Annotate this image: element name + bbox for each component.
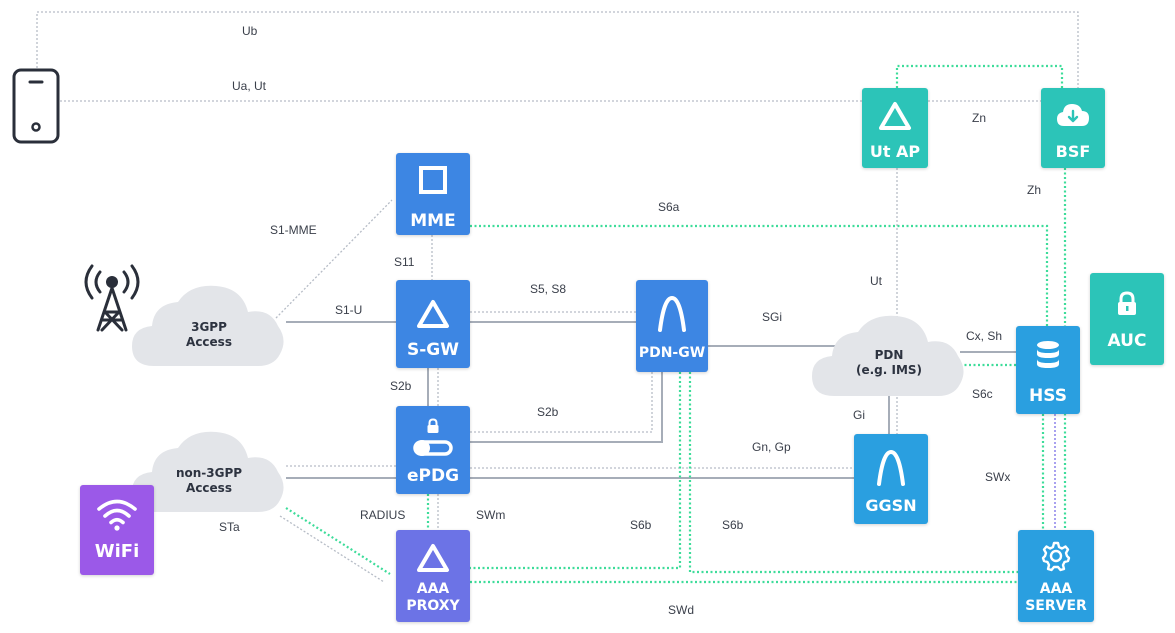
mobile-phone-icon bbox=[12, 68, 60, 144]
triangle-icon bbox=[417, 544, 449, 572]
lock-icon bbox=[427, 418, 439, 433]
cloud-download-icon bbox=[1057, 104, 1089, 126]
wifi-icon bbox=[97, 499, 137, 531]
ut-ap-label: Ut AP bbox=[869, 142, 921, 161]
cloud-pdn: PDN (e.g. IMS) bbox=[810, 312, 968, 398]
tunnel-icon bbox=[413, 440, 453, 456]
ggsn-node[interactable]: GGSN bbox=[854, 434, 928, 524]
pdngw-node[interactable]: PDN-GW bbox=[636, 280, 708, 372]
ggsn-label: GGSN bbox=[865, 496, 917, 515]
wifi-label: WiFi bbox=[94, 541, 140, 562]
aaa-server-node[interactable]: AAA SERVER bbox=[1018, 530, 1094, 622]
cloud-non3gpp-line1: non-3GPP bbox=[175, 466, 243, 480]
cloud-3gpp-line2: Access bbox=[186, 335, 232, 349]
s6a-link bbox=[470, 224, 1049, 326]
cloud-pdn-line2: (e.g. IMS) bbox=[855, 363, 923, 377]
square-icon bbox=[419, 166, 447, 194]
arch-icon bbox=[658, 296, 686, 332]
interface-s5-s8: S5, S8 bbox=[530, 282, 567, 296]
zn-link bbox=[895, 64, 1064, 88]
bsf-node[interactable]: BSF bbox=[1041, 88, 1105, 168]
interface-s2b-left: S2b bbox=[390, 379, 412, 393]
interface-ut: Ut bbox=[870, 274, 882, 288]
triangle-icon bbox=[417, 300, 449, 328]
interface-swd: SWd bbox=[668, 603, 695, 617]
database-icon bbox=[1037, 341, 1059, 368]
ub-link bbox=[36, 11, 1079, 88]
interface-ub: Ub bbox=[242, 24, 258, 38]
s2b-link-1 bbox=[470, 370, 653, 433]
aaa-server-label-2: SERVER bbox=[1025, 598, 1087, 614]
interface-s2b-right: S2b bbox=[537, 405, 559, 419]
interface-s6c: S6c bbox=[972, 387, 993, 401]
sta-link-2 bbox=[279, 515, 385, 583]
s1-mme-link bbox=[275, 199, 393, 319]
aaa-proxy-label-1: AAA bbox=[416, 581, 450, 597]
interface-s1-mme: S1-MME bbox=[270, 223, 317, 237]
hss-node[interactable]: HSS bbox=[1016, 326, 1080, 414]
sgw-node[interactable]: S-GW bbox=[396, 280, 470, 368]
cloud-3gpp-access: 3GPP Access bbox=[130, 282, 288, 368]
interface-sta: STa bbox=[219, 520, 240, 534]
cloud-shape bbox=[132, 285, 284, 366]
interface-ua-ut: Ua, Ut bbox=[232, 79, 267, 93]
interface-zh: Zh bbox=[1027, 183, 1042, 197]
s6b-link-2 bbox=[688, 372, 1018, 574]
cloud-3gpp-line1: 3GPP bbox=[191, 320, 227, 334]
interface-swm: SWm bbox=[476, 508, 506, 522]
cloud-non3gpp-access: non-3GPP Access bbox=[130, 428, 288, 514]
triangle-icon bbox=[879, 102, 911, 130]
sgw-label: S-GW bbox=[406, 340, 459, 360]
lock-icon bbox=[1118, 291, 1136, 315]
cloud-pdn-line1: PDN bbox=[874, 348, 904, 362]
aaa-proxy-node[interactable]: AAA PROXY bbox=[396, 530, 470, 622]
pdngw-label: PDN-GW bbox=[638, 345, 706, 361]
antenna-tower-icon bbox=[84, 264, 140, 332]
interface-radius: RADIUS bbox=[360, 508, 406, 522]
s2b-link-2 bbox=[470, 370, 663, 443]
s6b-link-1 bbox=[470, 372, 682, 570]
arch-icon bbox=[877, 450, 905, 486]
interface-gi: Gi bbox=[853, 408, 865, 422]
mme-node[interactable]: MME bbox=[396, 153, 470, 235]
mme-label: MME bbox=[410, 211, 456, 231]
interface-s6b-left: S6b bbox=[630, 518, 652, 532]
bsf-label: BSF bbox=[1055, 142, 1091, 161]
aaa-server-label-1: AAA bbox=[1039, 581, 1073, 597]
hss-label: HSS bbox=[1029, 386, 1067, 406]
auc-node[interactable]: AUC bbox=[1090, 273, 1164, 365]
cloud-non3gpp-line2: Access bbox=[186, 481, 232, 495]
cloud-shape bbox=[812, 315, 964, 396]
epdg-label: ePDG bbox=[406, 466, 460, 486]
interface-sgi: SGi bbox=[762, 310, 783, 324]
interface-s6a: S6a bbox=[658, 200, 680, 214]
auc-label: AUC bbox=[1107, 331, 1147, 351]
interface-gn-gp: Gn, Gp bbox=[752, 440, 791, 454]
interface-s6b-right: S6b bbox=[722, 518, 744, 532]
interface-s11: S11 bbox=[394, 255, 415, 269]
epdg-node[interactable]: ePDG bbox=[396, 406, 470, 494]
interface-zn: Zn bbox=[972, 111, 987, 125]
cloud-shape bbox=[132, 431, 284, 512]
aaa-proxy-label-2: PROXY bbox=[406, 598, 460, 614]
wifi-node[interactable]: WiFi bbox=[80, 485, 154, 575]
interface-s1-u: S1-U bbox=[335, 303, 363, 317]
gear-icon bbox=[1041, 541, 1071, 572]
ut-ap-node[interactable]: Ut AP bbox=[862, 88, 928, 168]
interface-swx: SWx bbox=[985, 470, 1011, 484]
interface-cx-sh: Cx, Sh bbox=[966, 329, 1003, 343]
